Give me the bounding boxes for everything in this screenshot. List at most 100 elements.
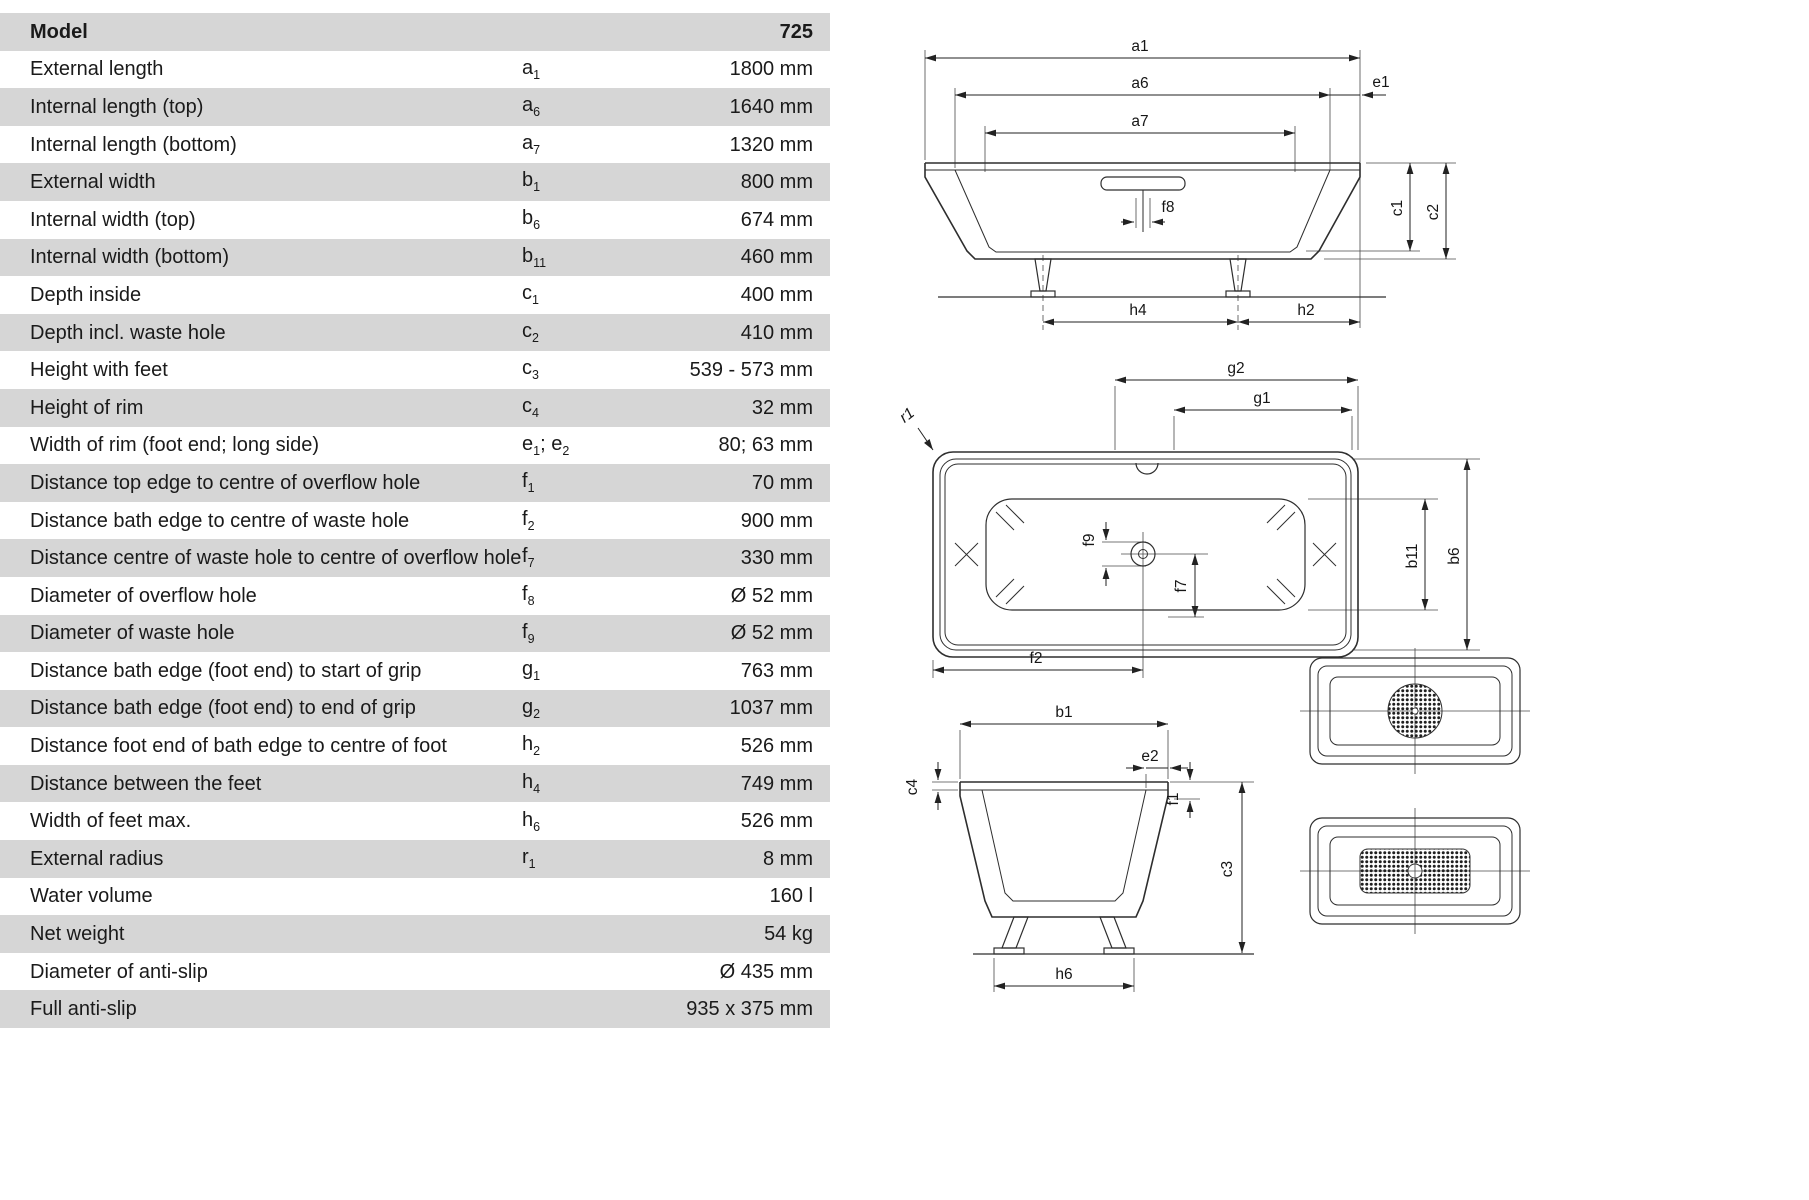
- dim-label-h6: h6: [1055, 966, 1072, 983]
- row-label: Distance bath edge (foot end) to start o…: [30, 659, 422, 682]
- dim-label-c3: c3: [1219, 861, 1236, 877]
- row-symbol: a6: [522, 94, 541, 120]
- plan-dimension-lines: [917, 376, 1471, 674]
- tub-inner-shell: [954, 169, 1331, 253]
- row-value: 526 mm: [740, 810, 813, 833]
- end-left-foot: [1001, 916, 1029, 949]
- row-value: Ø 52 mm: [730, 622, 813, 645]
- end-left-foot-pad: [993, 947, 1025, 955]
- row-label: Net weight: [30, 923, 125, 946]
- row-label: Height with feet: [30, 359, 168, 382]
- table-row: Distance bath edge to centre of waste ho…: [0, 502, 830, 540]
- row-label: Depth inside: [30, 283, 142, 306]
- row-symbol: f2: [522, 507, 535, 533]
- end-right-foot: [1099, 916, 1127, 949]
- table-row: Distance centre of waste hole to centre …: [0, 539, 830, 577]
- dim-label-g1: g1: [1253, 390, 1270, 407]
- dim-label-f1: f1: [1165, 793, 1182, 806]
- row-value: 1320 mm: [729, 133, 813, 156]
- table-row: Distance bath edge (foot end) to end of …: [0, 689, 830, 728]
- row-label: External length: [30, 58, 164, 81]
- row-value: 1037 mm: [729, 697, 813, 720]
- row-value: 410 mm: [740, 321, 813, 344]
- row-symbol: c3: [522, 357, 539, 383]
- end-extension-lines: [932, 730, 1254, 992]
- dim-label-a1: a1: [1131, 38, 1148, 55]
- row-value: 1800 mm: [729, 58, 813, 81]
- basin-slope-hatching: [954, 504, 1337, 605]
- row-value: 674 mm: [740, 208, 813, 231]
- row-symbol: c2: [522, 319, 539, 345]
- row-value: 70 mm: [751, 471, 813, 494]
- row-value: 526 mm: [740, 735, 813, 758]
- dim-label-f2: f2: [1030, 650, 1043, 667]
- dim-label-b1: b1: [1055, 704, 1072, 721]
- row-symbol: h6: [522, 808, 541, 834]
- end-outer-shell: [959, 782, 1169, 918]
- dim-label-e1: e1: [1372, 74, 1389, 91]
- row-symbol: a7: [522, 131, 541, 157]
- table-row: Distance between the feet h4 749 mm: [0, 764, 830, 803]
- row-symbol: f7: [522, 545, 535, 571]
- row-symbol: h4: [522, 770, 541, 796]
- row-symbol: f1: [522, 470, 535, 496]
- row-value: 400 mm: [740, 283, 813, 306]
- side-dimension-lines: [925, 54, 1450, 326]
- row-label: Distance foot end of bath edge to centre…: [30, 735, 447, 758]
- plan-extension-lines: [932, 386, 1480, 678]
- row-symbol: h2: [522, 733, 541, 759]
- plan-view-drawing: g2 g1 r1 f9 f7 b11 b6 f2: [897, 360, 1480, 678]
- row-symbol: r1: [522, 846, 536, 872]
- row-symbol: f8: [522, 582, 535, 608]
- table-row: Net weight 54 kg: [0, 915, 830, 953]
- row-symbol: b1: [522, 169, 541, 195]
- plan-outer-rim: [932, 451, 1359, 658]
- row-symbol: b6: [522, 207, 541, 233]
- dim-label-f7: f7: [1173, 580, 1190, 593]
- waste-hole: [1130, 541, 1156, 567]
- row-value: 763 mm: [740, 659, 813, 682]
- end-inner-shell: [981, 789, 1147, 902]
- row-value: 330 mm: [740, 547, 813, 570]
- row-label: Height of rim: [30, 396, 144, 419]
- row-label: Diameter of anti-slip: [30, 960, 208, 983]
- row-value: 900 mm: [740, 509, 813, 532]
- row-value: 54 kg: [764, 923, 813, 946]
- dim-label-c1: c1: [1389, 200, 1406, 216]
- row-symbol: e1; e2: [522, 432, 570, 458]
- row-value: 800 mm: [740, 171, 813, 194]
- row-value: 460 mm: [740, 246, 813, 269]
- row-value: 160 l: [769, 885, 813, 908]
- row-value: 80; 63 mm: [718, 434, 813, 457]
- row-symbol: c4: [522, 394, 539, 420]
- technical-drawings: a1 a6 e1 a7 f8 c1 c2 h4 h2: [897, 38, 1530, 992]
- row-value: 1640 mm: [729, 95, 813, 118]
- dim-label-r1: r1: [897, 405, 918, 427]
- table-row: Distance bath edge (foot end) to start o…: [0, 652, 830, 690]
- model-label: Model: [30, 20, 88, 43]
- row-label: Distance between the feet: [30, 772, 262, 795]
- row-label: Full anti-slip: [30, 998, 137, 1021]
- dim-label-h4: h4: [1129, 302, 1147, 319]
- overflow-hole: [1135, 462, 1159, 475]
- table-row: External width b1 800 mm: [0, 163, 830, 201]
- grip-handle: [1100, 176, 1186, 191]
- row-value: 749 mm: [740, 772, 813, 795]
- row-value: Ø 52 mm: [730, 584, 813, 607]
- table-header-row: Model 725: [0, 13, 830, 51]
- dim-label-a6: a6: [1131, 75, 1148, 92]
- plan-tub-outline: [932, 451, 1359, 658]
- row-label: External width: [30, 171, 156, 194]
- dim-label-a7: a7: [1131, 113, 1148, 130]
- model-number: 725: [779, 20, 813, 43]
